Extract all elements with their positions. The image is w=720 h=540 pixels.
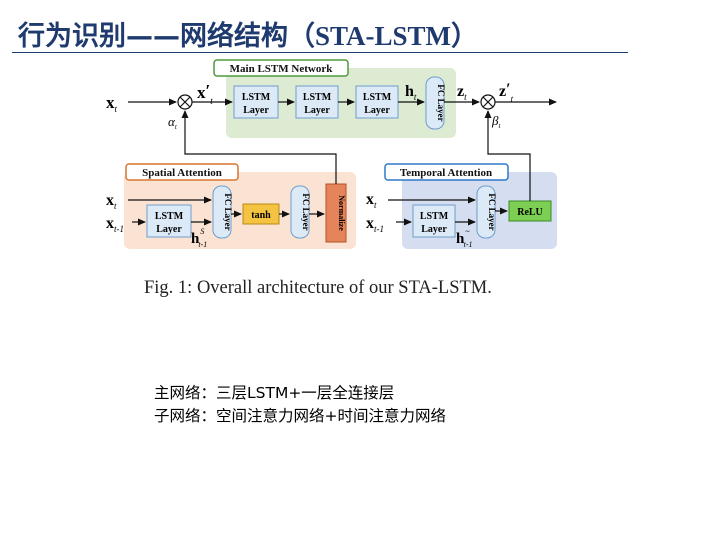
spatial-input-x-t-1: xt-1 bbox=[106, 215, 124, 234]
spatial-fc-layer-2: FC Layer bbox=[290, 185, 311, 239]
main-lstm-layer-1: LSTM Layer bbox=[233, 85, 279, 119]
note-main-network: 主网络：三层LSTM+一层全连接层 bbox=[154, 384, 395, 402]
title-underline bbox=[12, 52, 628, 53]
temporal-input-x-t: xt bbox=[366, 191, 377, 210]
main-lstm-layer-3: LSTM Layer bbox=[355, 85, 399, 119]
temporal-input-x-t-1: xt-1 bbox=[366, 215, 384, 234]
alpha-t-label: αt bbox=[168, 114, 178, 131]
beta-multiply-node bbox=[480, 94, 496, 110]
svg-text:LSTM: LSTM bbox=[242, 92, 271, 103]
alpha-multiply-node bbox=[177, 94, 193, 110]
output-z-t: zt bbox=[457, 83, 467, 102]
slide-title: 行为识别——网络结构（STA-LSTM） bbox=[18, 14, 478, 53]
spatial-lstm-layer: LSTM Layer bbox=[146, 204, 192, 238]
svg-text:FC Layer: FC Layer bbox=[487, 193, 497, 230]
temporal-hidden-h-tilde: h~t-1 bbox=[456, 227, 473, 249]
svg-text:FC Layer: FC Layer bbox=[301, 193, 311, 230]
svg-text:FC Layer: FC Layer bbox=[223, 193, 233, 230]
spatial-flow-arrows bbox=[128, 110, 337, 226]
weighted-z-t: z′t bbox=[499, 81, 514, 104]
main-lstm-layer-2: LSTM Layer bbox=[295, 85, 339, 119]
relu-box: ReLU bbox=[508, 200, 552, 222]
svg-text:Layer: Layer bbox=[156, 224, 182, 235]
svg-text:Layer: Layer bbox=[421, 224, 447, 235]
spatial-fc-layer-1: FC Layer bbox=[212, 185, 233, 239]
temporal-panel-label: Temporal Attention bbox=[400, 167, 492, 179]
svg-text:FC Layer: FC Layer bbox=[436, 84, 446, 121]
temporal-panel-label-box bbox=[384, 163, 509, 181]
temporal-fc-layer: FC Layer bbox=[476, 185, 497, 239]
main-panel-label-box bbox=[213, 59, 349, 77]
svg-text:Layer: Layer bbox=[364, 105, 390, 116]
temporal-flow-arrows bbox=[388, 110, 531, 226]
spatial-panel-label: Spatial Attention bbox=[142, 167, 222, 179]
main-panel-label: Main LSTM Network bbox=[230, 63, 334, 75]
weighted-x-t: x′t bbox=[197, 81, 213, 106]
title-model-name: STA-LSTM bbox=[315, 21, 452, 51]
svg-text:LSTM: LSTM bbox=[420, 211, 449, 222]
note-sub-network: 子网络：空间注意力网络+时间注意力网络 bbox=[154, 407, 446, 425]
svg-text:tanh: tanh bbox=[251, 210, 271, 221]
svg-text:Layer: Layer bbox=[243, 105, 269, 116]
title-close-paren: ） bbox=[451, 21, 479, 52]
figure-caption: Fig. 1: Overall architecture of our STA-… bbox=[144, 278, 492, 298]
svg-text:LSTM: LSTM bbox=[363, 92, 392, 103]
spatial-input-x-t: xt bbox=[106, 192, 117, 211]
svg-text:Layer: Layer bbox=[304, 105, 330, 116]
svg-text:ReLU: ReLU bbox=[517, 207, 543, 218]
temporal-lstm-layer: LSTM Layer bbox=[412, 204, 456, 238]
svg-text:Normalize: Normalize bbox=[337, 195, 346, 231]
spatial-panel-label-box bbox=[125, 163, 239, 181]
beta-t-label: βt bbox=[491, 113, 501, 130]
title-chinese: 行为识别——网络结构（ bbox=[18, 21, 315, 52]
main-fc-layer: FC Layer bbox=[425, 76, 446, 130]
svg-text:LSTM: LSTM bbox=[303, 92, 332, 103]
hidden-h-t: ht bbox=[405, 83, 417, 102]
normalize-box: Normalize bbox=[325, 183, 347, 243]
svg-text:LSTM: LSTM bbox=[155, 211, 184, 222]
tanh-box: tanh bbox=[242, 203, 280, 225]
input-x-t: xt bbox=[106, 93, 118, 114]
